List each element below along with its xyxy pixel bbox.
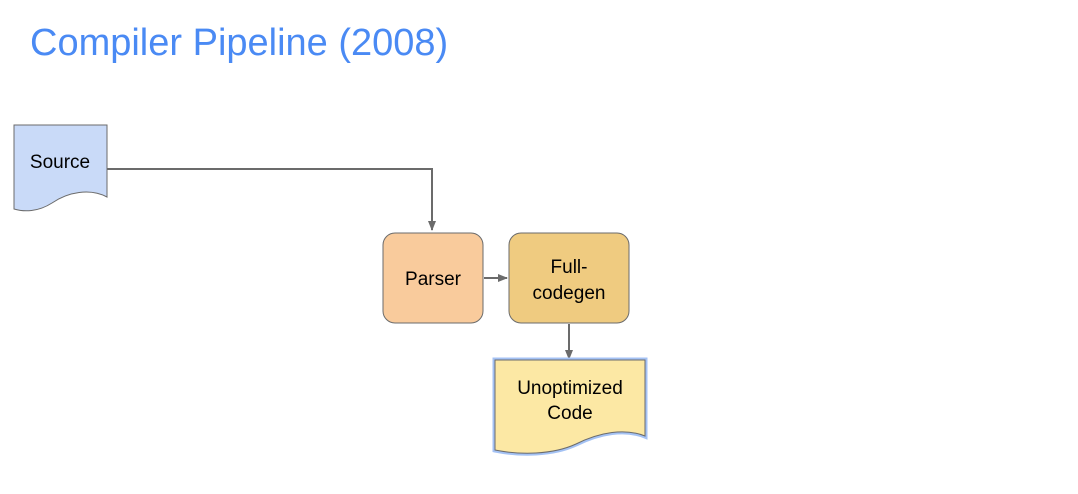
node-unoptimized-code: Unoptimized Code — [492, 357, 648, 456]
unoptimized-label-line-2: Code — [547, 403, 592, 424]
unoptimized-document-shape — [494, 359, 646, 454]
node-fullcodegen: Full- codegen — [508, 232, 630, 324]
fullcodegen-box — [508, 232, 630, 324]
slide-title: Compiler Pipeline (2008) — [30, 22, 449, 64]
fullcodegen-label-line-2: codegen — [533, 283, 606, 304]
connectors — [107, 168, 573, 360]
edge-source-to-parser — [107, 168, 436, 231]
node-source: Source — [13, 124, 108, 212]
parser-box — [382, 232, 484, 324]
parser-label: Parser — [405, 269, 462, 290]
fullcodegen-label-line-1: Full- — [551, 257, 588, 278]
source-label: Source — [30, 152, 90, 173]
unoptimized-label-line-1: Unoptimized — [517, 378, 623, 399]
source-document-shape — [13, 124, 108, 212]
node-parser: Parser — [382, 232, 484, 324]
